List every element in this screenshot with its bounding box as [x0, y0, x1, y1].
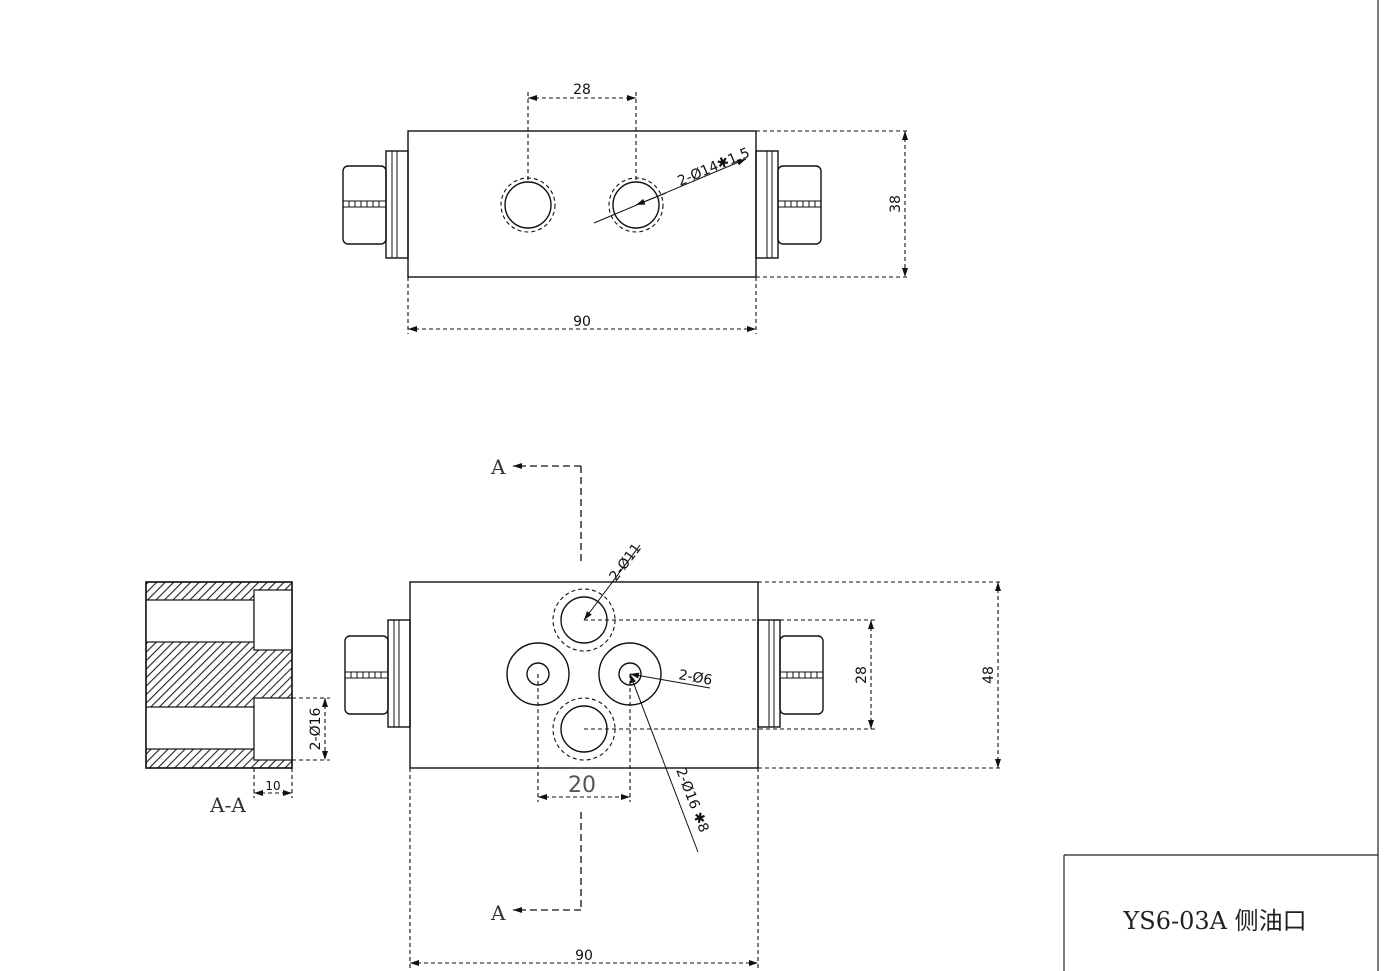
front-dim-inner-spacing: 28 — [854, 666, 870, 684]
top-view-body — [407, 130, 757, 278]
top-dim-width: 90 — [573, 314, 591, 330]
section-view: 2-Ø16 10 A-A — [145, 581, 330, 817]
top-left-fitting — [342, 150, 409, 259]
section-mark-top: A — [490, 455, 506, 479]
section-mark-bottom: A — [490, 901, 506, 925]
front-view: A A 28 48 20 90 2-Ø11 2-Ø6 2-Ø16 ✱8 — [344, 455, 1003, 968]
section-upper-bore — [145, 599, 255, 643]
title-block: YS6-03A 侧油口 — [1063, 854, 1378, 971]
front-dim-horizontal-spacing: 20 — [568, 773, 596, 798]
callout-leader-small-ports — [583, 544, 641, 621]
top-right-fitting — [755, 150, 822, 259]
section-dim-bore-dia: 2-Ø16 — [308, 708, 324, 751]
top-callout-leader — [593, 158, 747, 224]
callout-leader-large-ports — [629, 673, 699, 853]
top-view: 28 38 90 2-Ø14✱1.5 — [342, 82, 910, 334]
front-right-fitting — [757, 619, 824, 728]
section-lower-bore — [145, 706, 255, 750]
section-lower-counterbore — [253, 697, 293, 761]
section-dim-counterbore-depth: 10 — [265, 779, 280, 793]
front-left-fitting — [344, 619, 411, 728]
top-port-callout: 2-Ø14✱1.5 — [675, 145, 752, 190]
section-label: A-A — [209, 793, 246, 817]
callout-small-ports: 2-Ø11 — [606, 541, 645, 585]
top-dim-height: 38 — [888, 195, 904, 213]
top-dim-port-spacing: 28 — [573, 82, 591, 98]
top-port-left — [500, 177, 556, 233]
callout-leader-center-hole — [629, 672, 711, 689]
title-block-text: YS6-03A 侧油口 — [1122, 907, 1306, 935]
front-dim-height: 48 — [981, 666, 997, 684]
section-upper-counterbore — [253, 589, 293, 651]
front-dim-width: 90 — [575, 948, 593, 964]
callout-center-hole: 2-Ø6 — [677, 667, 713, 689]
